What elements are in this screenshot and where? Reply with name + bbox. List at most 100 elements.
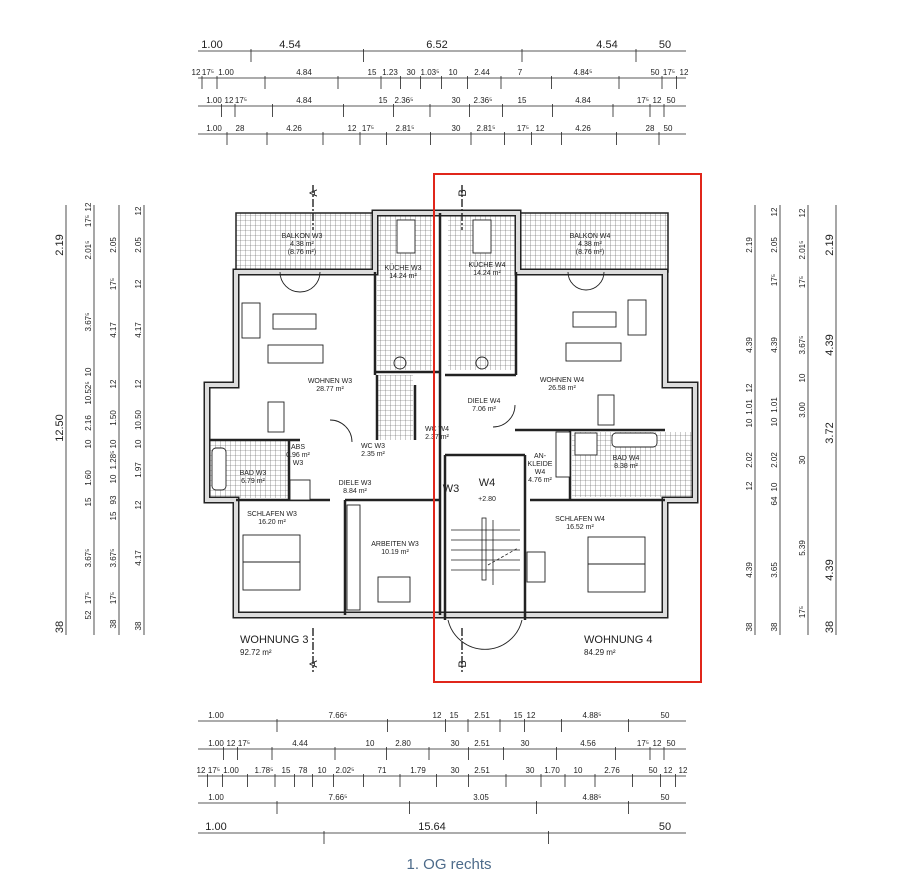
dimension-label: 15	[368, 68, 377, 77]
dimension-label: 2.01⁵	[84, 241, 93, 260]
dimension-label: 12	[653, 739, 662, 748]
dimension-label: 15	[450, 711, 459, 720]
dimension-label: 28	[236, 124, 245, 133]
dimension-label: 12	[527, 711, 536, 720]
dimension-label: 7.66⁵	[329, 793, 348, 802]
dimension-label: 1.50	[109, 410, 118, 426]
dimension-label: 6.52	[426, 39, 447, 51]
dimension-label: 4.26	[286, 124, 302, 133]
dimension-label: 1.79	[410, 766, 426, 775]
dimension-label: 2.05	[134, 237, 143, 253]
dimension-label: 15	[282, 766, 291, 775]
dimension-label: 4.39	[770, 337, 779, 353]
dimension-label: 4.84	[296, 68, 312, 77]
dimension-label: 50	[667, 96, 676, 105]
dimension-label: 4.54	[596, 39, 617, 51]
room-label: KÜCHE W3	[385, 264, 422, 272]
room-label: ABS	[291, 444, 305, 451]
dimension-label: 4.39	[824, 559, 836, 580]
dimension-label: 17⁵	[637, 739, 649, 748]
dimension-label: 2.81⁵	[477, 124, 496, 133]
room-label: 4.38 m²	[290, 241, 314, 248]
sofa-w3	[267, 344, 324, 364]
room-label: KLEIDE	[528, 461, 553, 468]
dimension-label: 30	[526, 766, 535, 775]
dimension-label: 1.23	[382, 68, 398, 77]
dimension-label: 4.39	[745, 562, 754, 578]
dimension-label: 1.01	[745, 399, 754, 415]
dimension-label: 17⁵	[202, 68, 214, 77]
dimension-label: 12.50	[54, 414, 66, 442]
dimension-label: 10	[574, 766, 583, 775]
dimension-label: 1.00	[206, 96, 222, 105]
dimension-label: 2.02	[745, 452, 754, 468]
dimension-label: 38	[54, 621, 66, 633]
plan-caption: 1. OG rechts	[406, 856, 492, 873]
dimension-label: 15.64	[418, 821, 446, 833]
unit-area: 84.29 m²	[584, 648, 616, 657]
dimension-label: 1.60	[84, 470, 93, 486]
unit-name: WOHNUNG 4	[584, 634, 652, 646]
dimension-label: 2.05	[109, 237, 118, 253]
dimension-label: 4.56	[580, 739, 596, 748]
room-label: DIELE W4	[468, 398, 501, 405]
dimension-label: 3.67⁵	[84, 549, 93, 568]
dimension-label: 30	[452, 96, 461, 105]
dimension-label: 2.19	[745, 237, 754, 253]
dimension-label: 30	[521, 739, 530, 748]
dimension-label: 12	[653, 96, 662, 105]
furniture	[211, 219, 658, 650]
dimension-label: 12	[679, 766, 688, 775]
dimension-label: 38	[824, 621, 836, 633]
dimension-label: 7	[518, 68, 523, 77]
dimension-label: 1.00	[206, 124, 222, 133]
dimension-label: 4.17	[109, 322, 118, 338]
dimension-label: 10	[134, 439, 143, 448]
room-label: 0.96 m²	[286, 452, 310, 459]
dimension-label: 12	[798, 208, 807, 217]
dimension-label: 50	[661, 711, 670, 720]
room-label: 4.76 m²	[528, 477, 552, 484]
dimension-label: 15	[514, 711, 523, 720]
dimension-label: 1.03⁵	[421, 68, 440, 77]
dimension-label: 30	[451, 739, 460, 748]
dimension-label: 4.44	[292, 739, 308, 748]
room-label: 10.19 m²	[381, 549, 409, 556]
room-label: ARBEITEN W3	[371, 541, 419, 548]
dimension-label: 12	[745, 481, 754, 490]
sofa-w4	[565, 342, 622, 362]
section-lines	[312, 185, 463, 672]
room-label: 8.84 m²	[343, 488, 367, 495]
dimension-label: 10	[109, 439, 118, 448]
dimension-label: 2.02	[770, 452, 779, 468]
dimension-label: 12	[536, 124, 545, 133]
dimension-label: 10	[770, 482, 779, 491]
stair-label-w3: W3	[443, 483, 460, 495]
dimension-label: 1.00	[205, 821, 226, 833]
room-label: 26.58 m²	[548, 385, 576, 392]
dimension-label: 50	[667, 739, 676, 748]
dimension-label: 1.97	[134, 462, 143, 478]
staircase	[451, 517, 520, 585]
bed-w3	[242, 534, 301, 591]
dimension-label: 2.36⁵	[395, 96, 414, 105]
dimension-label: 12	[770, 207, 779, 216]
dimension-label: 12	[664, 766, 673, 775]
dimension-label: 12	[680, 68, 689, 77]
unit-name: WOHNUNG 3	[240, 634, 308, 646]
dimension-label: 3.00	[798, 402, 807, 418]
room-label: KÜCHE W4	[469, 261, 506, 269]
dimension-label: 1.00	[208, 711, 224, 720]
chair-w3	[241, 302, 261, 339]
door-diele-w3	[329, 419, 353, 443]
dimension-label: 38	[134, 621, 143, 630]
dimension-label: 64	[770, 496, 779, 505]
dimension-label: 38	[745, 622, 754, 631]
dimension-label: 12	[348, 124, 357, 133]
section-marker-b: B	[457, 660, 469, 667]
dimension-label: 12	[197, 766, 206, 775]
kitchen-table-w4	[472, 219, 492, 254]
chair-w4	[627, 299, 647, 336]
